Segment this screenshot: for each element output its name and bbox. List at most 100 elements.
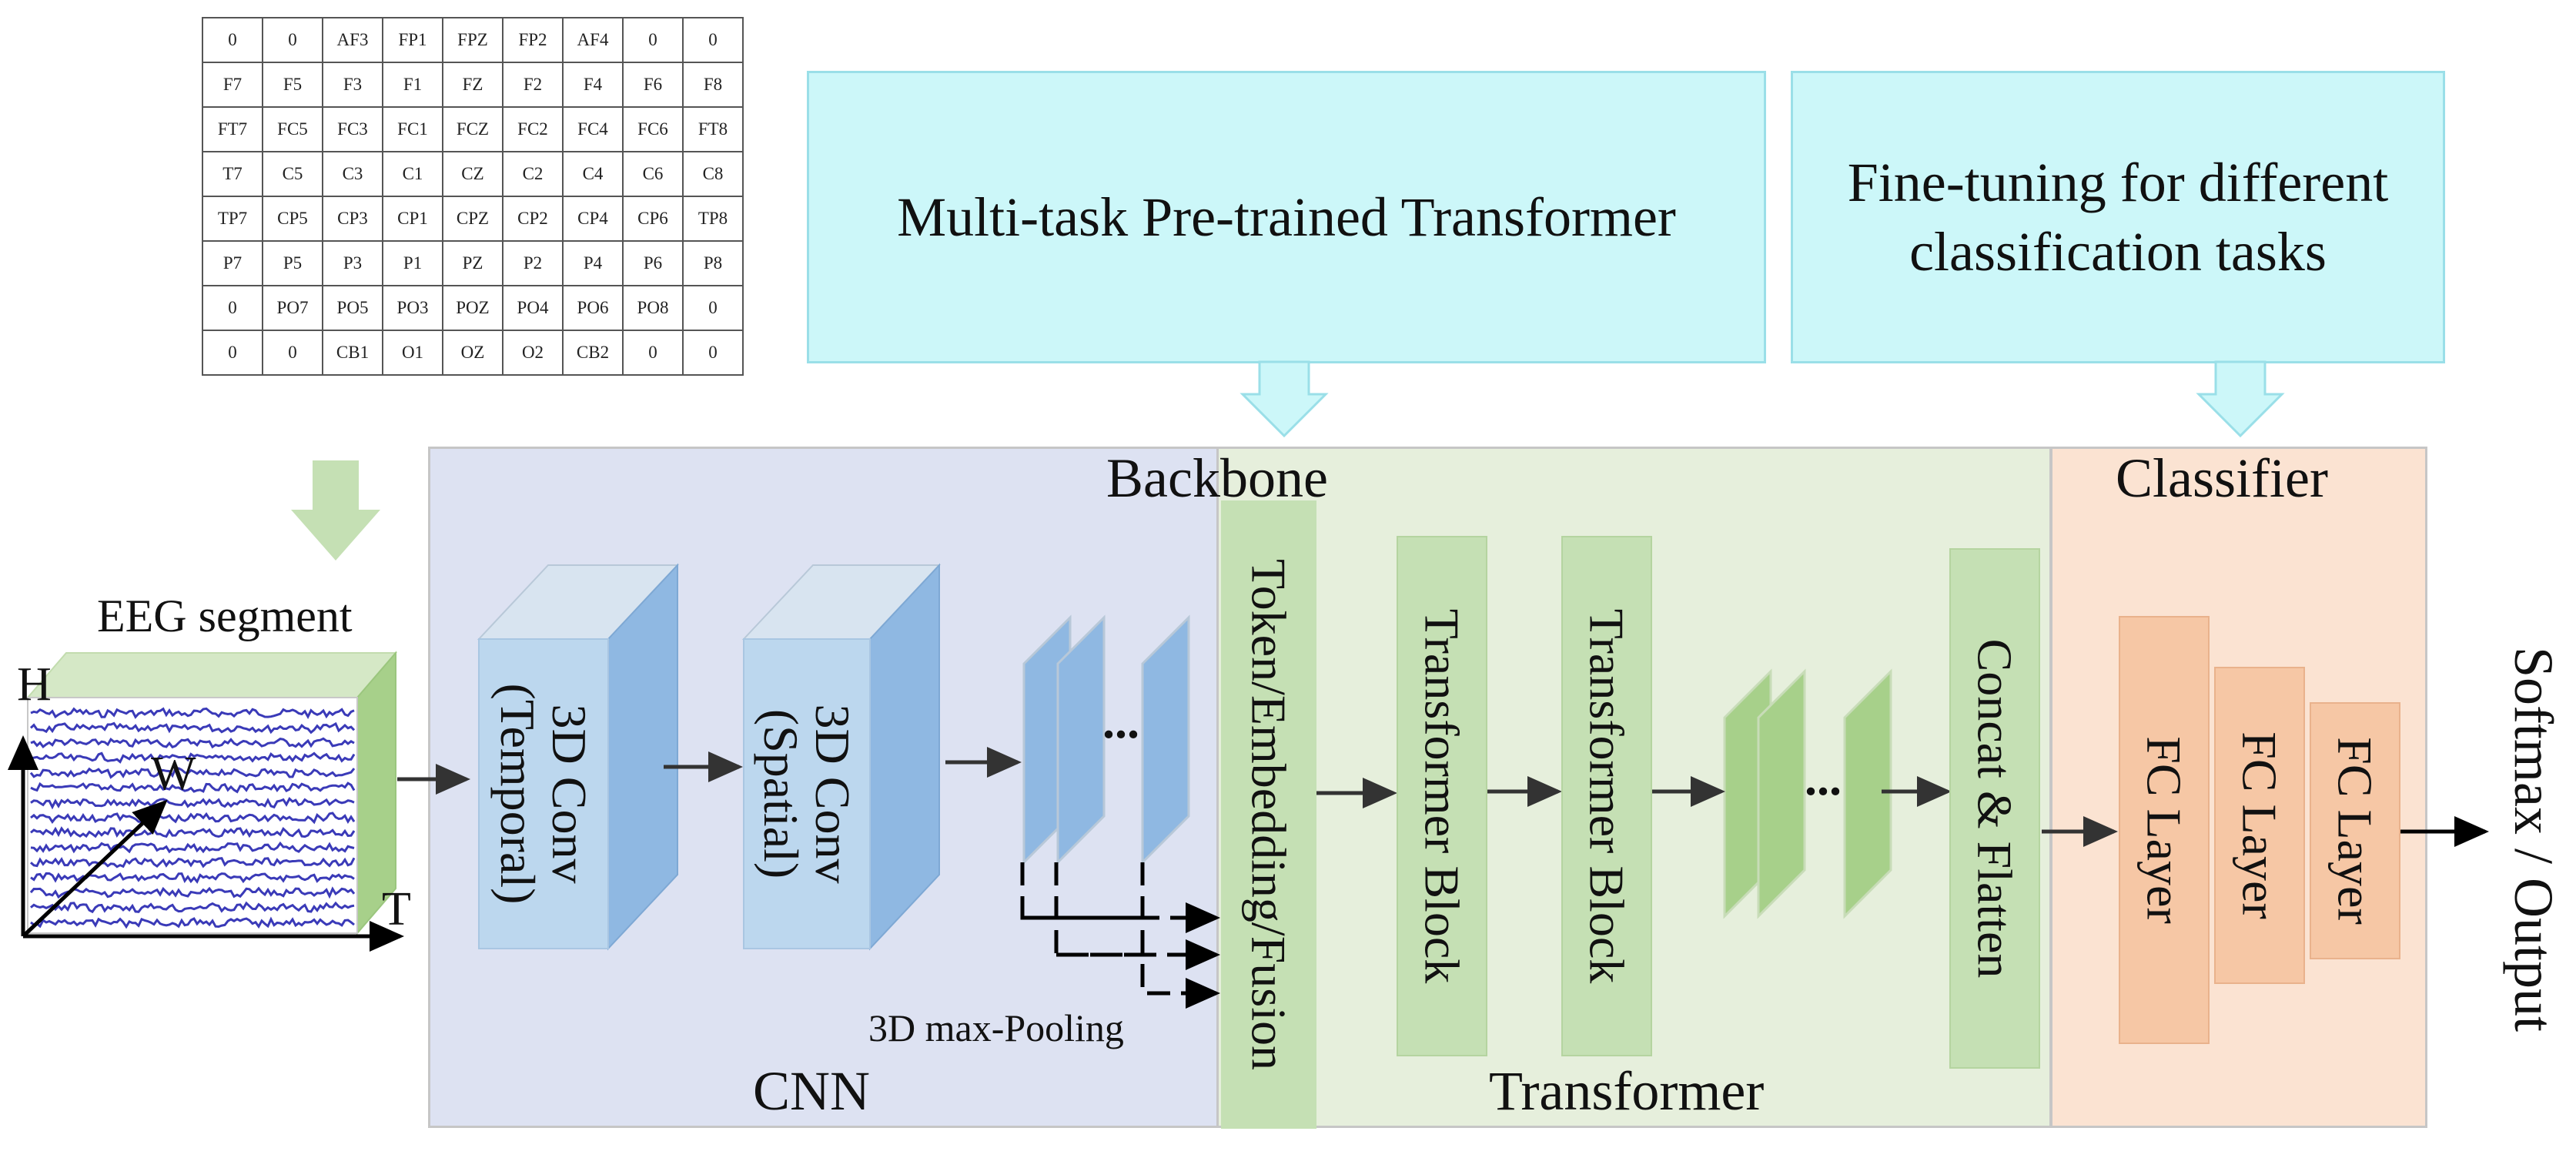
eeg-channel-trace	[30, 916, 355, 929]
electrode-cell: O2	[502, 330, 564, 376]
electrode-cell: P1	[382, 240, 443, 286]
electrode-cell: PO8	[622, 285, 684, 331]
electrode-cell: FPZ	[442, 17, 503, 63]
electrode-cell: C2	[502, 151, 564, 197]
electrode-cell: C1	[382, 151, 443, 197]
finetune-box: Fine-tuning for different classification…	[1791, 71, 2445, 363]
electrode-cell: P4	[562, 240, 624, 286]
eeg-channel-trace	[30, 901, 355, 914]
electrode-cell: FP1	[382, 17, 443, 63]
electrode-cell: FT7	[202, 106, 263, 152]
finetune-text-line1: Fine-tuning for different	[1847, 152, 2389, 213]
conv-temporal-block: 3D Conv (Temporal)	[479, 639, 608, 949]
electrode-cell: C5	[262, 151, 323, 197]
electrode-cell: FC2	[502, 106, 564, 152]
electrode-cell: C6	[622, 151, 684, 197]
transformer-feature-maps	[1723, 668, 1892, 919]
electrode-cell: 0	[202, 285, 263, 331]
electrode-cell: POZ	[442, 285, 503, 331]
electrode-cell: OZ	[442, 330, 503, 376]
electrode-cell: AF3	[322, 17, 383, 63]
eeg-channel-trace	[30, 826, 356, 838]
electrode-cell: 0	[262, 17, 323, 63]
electrode-cell: T7	[202, 151, 263, 197]
electrode-cell: FC5	[262, 106, 323, 152]
axis-w-label: W	[151, 748, 196, 800]
electrode-cell: P7	[202, 240, 263, 286]
electrode-cell: F5	[262, 62, 323, 108]
transformer-block-2-text: Transformer Block	[1579, 608, 1634, 984]
classifier-label: Classifier	[2116, 447, 2328, 509]
finetune-text-line2: classification tasks	[1909, 221, 2327, 283]
electrode-cell: FC1	[382, 106, 443, 152]
electrode-cell: 0	[202, 330, 263, 376]
electrode-cell: PO4	[502, 285, 564, 331]
cnn-ellipsis: ...	[1102, 694, 1139, 748]
axis-h-label: H	[17, 658, 52, 711]
electrode-cell: PZ	[442, 240, 503, 286]
fc-layer-2-text: FC Layer	[2232, 731, 2287, 919]
electrode-cell: 0	[202, 17, 263, 63]
electrode-cell: FCZ	[442, 106, 503, 152]
conv-temporal-line2: (Temporal)	[490, 683, 545, 905]
electrode-cell: P8	[682, 240, 744, 286]
cnn-feature-maps	[1022, 614, 1190, 865]
electrode-cell: 0	[682, 17, 744, 63]
transformer-block-1-text: Transformer Block	[1414, 608, 1470, 984]
electrode-cell: PO6	[562, 285, 624, 331]
token-fusion-text: Token/Embedding/Fusion	[1241, 559, 1296, 1070]
electrode-cell: CZ	[442, 151, 503, 197]
electrode-cell: 0	[682, 330, 744, 376]
eeg-channel-trace	[30, 781, 356, 794]
electrode-cell: PO7	[262, 285, 323, 331]
electrode-cell: 0	[262, 330, 323, 376]
electrode-cell: P5	[262, 240, 323, 286]
eeg-channel-trace	[30, 812, 356, 825]
down-arrow-grid	[291, 460, 380, 561]
eeg-channel-trace	[29, 767, 356, 779]
electrode-cell: CP5	[262, 196, 323, 242]
eeg-channel-trace	[30, 707, 355, 719]
electrode-cell: 0	[622, 330, 684, 376]
electrode-cell: CP6	[622, 196, 684, 242]
electrode-cell: CP4	[562, 196, 624, 242]
concat-flatten-text: Concat & Flatten	[1967, 638, 2022, 979]
eeg-channel-trace	[29, 721, 356, 735]
transformer-block-1: Transformer Block	[1397, 536, 1487, 1056]
transformer-block-2: Transformer Block	[1561, 536, 1652, 1056]
fc-layer-1-text: FC Layer	[2136, 736, 2192, 924]
conv-spatial-block: 3D Conv (Spatial)	[744, 639, 870, 949]
conv-temporal-3d	[477, 563, 680, 951]
pooling-label: 3D max-Pooling	[868, 1006, 1124, 1049]
conv-spatial-3d	[741, 563, 942, 951]
electrode-cell: C8	[682, 151, 744, 197]
electrode-cell: F7	[202, 62, 263, 108]
electrode-cell: CB2	[562, 330, 624, 376]
electrode-cell: F3	[322, 62, 383, 108]
electrode-cell: CP3	[322, 196, 383, 242]
electrode-cell: F2	[502, 62, 564, 108]
concat-flatten-block: Concat & Flatten	[1949, 548, 2040, 1069]
electrode-cell: FT8	[682, 106, 744, 152]
axis-t-label: T	[382, 883, 411, 935]
cnn-label: CNN	[753, 1060, 871, 1122]
electrode-cell: P2	[502, 240, 564, 286]
pooling-dashes	[1020, 862, 1220, 1009]
output-container: Softmax / Output	[2494, 601, 2571, 1078]
eeg-segment-label: EEG segment	[97, 591, 353, 641]
output-label: Softmax / Output	[2502, 647, 2564, 1032]
electrode-cell: 0	[682, 285, 744, 331]
electrode-cell: CPZ	[442, 196, 503, 242]
fc-layer-3: FC Layer	[2310, 702, 2400, 959]
electrode-cell: O1	[382, 330, 443, 376]
electrode-cell: CB1	[322, 330, 383, 376]
eeg-channel-trace	[29, 857, 356, 868]
